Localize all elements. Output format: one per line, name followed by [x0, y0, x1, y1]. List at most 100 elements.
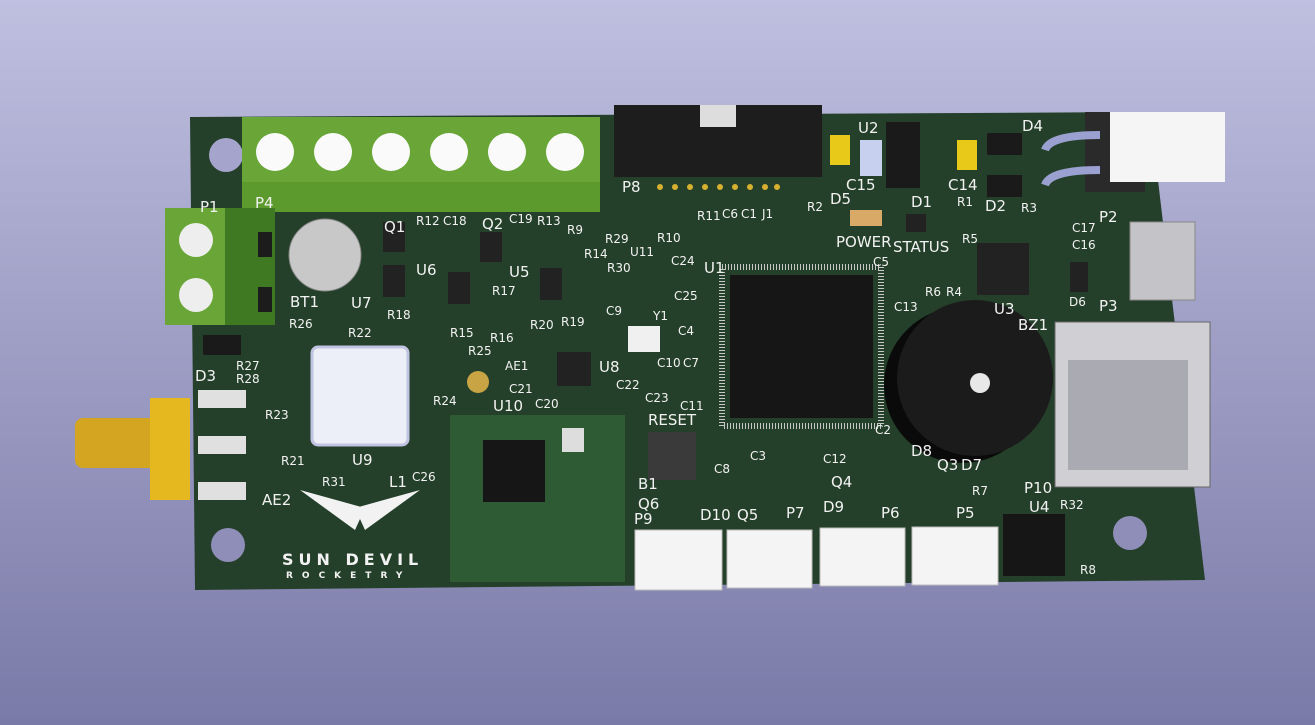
- gps-module-u9: [310, 345, 410, 447]
- silkscreen-label-q1: Q1: [384, 218, 405, 236]
- silkscreen-label-d10: D10: [700, 506, 731, 524]
- silkscreen-label-r30: R30: [607, 261, 631, 275]
- silkscreen-label-r5: R5: [962, 232, 978, 246]
- silkscreen-label-c24: C24: [671, 254, 695, 268]
- silkscreen-label-r2: R2: [807, 200, 823, 214]
- silkscreen-label-c1: C1: [741, 207, 757, 221]
- silkscreen-label-r6: R6: [925, 285, 941, 299]
- silkscreen-label-c5: C5: [873, 255, 889, 269]
- silkscreen-label-c7: C7: [683, 356, 699, 370]
- led-d5: [850, 210, 882, 226]
- ic-d1: [906, 214, 926, 232]
- silkscreen-label-p4: P4: [255, 194, 274, 212]
- sun-devil-logo: SUN DEVIL ROCKETRY: [282, 490, 420, 581]
- silkscreen-label-c2: C2: [875, 423, 891, 437]
- silkscreen-label-u2: U2: [858, 119, 879, 137]
- ic-u5: [540, 268, 562, 300]
- ic-q2: [480, 232, 502, 262]
- silkscreen-label-r13: R13: [537, 214, 561, 228]
- silkscreen-label-bz1: BZ1: [1018, 316, 1048, 334]
- tantalum-cap-c14: [957, 140, 977, 170]
- silkscreen-label-d9: D9: [823, 498, 844, 516]
- silkscreen-label-p3: P3: [1099, 297, 1118, 315]
- silkscreen-label-r9: R9: [567, 223, 583, 237]
- silkscreen-label-q3: Q3: [937, 456, 958, 474]
- silkscreen-label-r24: R24: [433, 394, 457, 408]
- diode-d4b: [987, 175, 1022, 197]
- sd-card-slot-inner: [1068, 360, 1188, 470]
- silkscreen-label-u3: U3: [994, 300, 1015, 318]
- silkscreen-label-c9: C9: [606, 304, 622, 318]
- silkscreen-label-r17: R17: [492, 284, 516, 298]
- silkscreen-label-c19: C19: [509, 212, 533, 226]
- silkscreen-label-u6: U6: [416, 261, 437, 279]
- silkscreen-label-p8: P8: [622, 178, 641, 196]
- reset-button: [648, 432, 696, 480]
- silkscreen-label-y1: Y1: [652, 309, 668, 323]
- silkscreen-label-u9: U9: [352, 451, 373, 469]
- silkscreen-label-u7: U7: [351, 294, 372, 312]
- silkscreen-label-r4: R4: [946, 285, 962, 299]
- ic-u7: [448, 272, 470, 304]
- silkscreen-label-c14: C14: [948, 176, 978, 194]
- ic-d6: [1070, 262, 1088, 292]
- silkscreen-label-d6: D6: [1069, 295, 1086, 309]
- mounting-hole: [1113, 516, 1147, 550]
- ic-u8: [557, 352, 591, 386]
- regulator-u2-tab: [860, 140, 882, 176]
- silkscreen-label-r20: R20: [530, 318, 554, 332]
- jst-connectors: [634, 526, 999, 591]
- silkscreen-label-q2: Q2: [482, 215, 503, 233]
- mounting-hole: [209, 138, 243, 172]
- silkscreen-label-q4: Q4: [831, 473, 852, 491]
- silkscreen-label-r27: R27: [236, 359, 260, 373]
- silkscreen-label-p7: P7: [786, 504, 805, 522]
- silkscreen-label-l1: L1: [389, 473, 407, 491]
- crystal-y1: [628, 326, 660, 352]
- silkscreen-label-c18: C18: [443, 214, 467, 228]
- silkscreen-label-r25: R25: [468, 344, 492, 358]
- silkscreen-label-r26: R26: [289, 317, 313, 331]
- antenna-connector-ae1: [467, 371, 489, 393]
- silkscreen-label-c23: C23: [645, 391, 669, 405]
- silkscreen-label-u5: U5: [509, 263, 530, 281]
- silkscreen-label-r29: R29: [605, 232, 629, 246]
- terminal-block-p4: [242, 117, 600, 212]
- silkscreen-label-p5: P5: [956, 504, 975, 522]
- silkscreen-label-c12: C12: [823, 452, 847, 466]
- silkscreen-label-d2: D2: [985, 197, 1006, 215]
- silkscreen-label-r7: R7: [972, 484, 988, 498]
- silkscreen-label-r21: R21: [281, 454, 305, 468]
- silkscreen-label-r3: R3: [1021, 201, 1037, 215]
- ic-u6: [383, 265, 405, 297]
- silkscreen-label-b1: B1: [638, 475, 658, 493]
- silkscreen-label-r23: R23: [265, 408, 289, 422]
- sma-antenna-ae2: [75, 390, 246, 500]
- radio-module-crystal: [562, 428, 584, 452]
- silkscreen-label-ae2: AE2: [262, 491, 291, 509]
- silkscreen-label-r16: R16: [490, 331, 514, 345]
- silkscreen-label-r8: R8: [1080, 563, 1096, 577]
- silkscreen-label-c26: C26: [412, 470, 436, 484]
- silkscreen-label-d1: D1: [911, 193, 932, 211]
- silkscreen-label-d5: D5: [830, 190, 851, 208]
- silkscreen-label-r10: R10: [657, 231, 681, 245]
- silkscreen-label-c4: C4: [678, 324, 694, 338]
- silkscreen-label-r12: R12: [416, 214, 440, 228]
- silkscreen-label-q5: Q5: [737, 506, 758, 524]
- silkscreen-label-power: POWER: [836, 233, 892, 251]
- silkscreen-label-c16: C16: [1072, 238, 1096, 252]
- silkscreen-label-ae1: AE1: [505, 359, 528, 373]
- silkscreen-label-r18: R18: [387, 308, 411, 322]
- micro-usb-p3: [1129, 221, 1196, 301]
- silkscreen-label-c13: C13: [894, 300, 918, 314]
- regulator-u2: [886, 122, 920, 188]
- ic-u3: [977, 243, 1029, 295]
- silkscreen-label-c22: C22: [616, 378, 640, 392]
- coin-battery-bt1: [288, 218, 362, 292]
- pcb-board: [190, 112, 1205, 590]
- silkscreen-label-c17: C17: [1072, 221, 1096, 235]
- silkscreen-label-c15: C15: [846, 176, 876, 194]
- silkscreen-label-c21: C21: [509, 382, 533, 396]
